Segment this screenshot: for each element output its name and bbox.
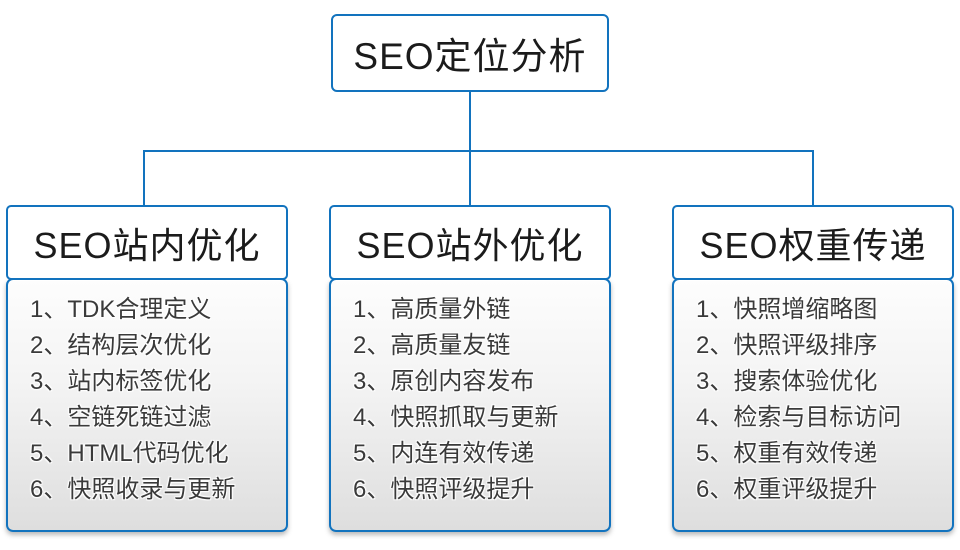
list-item: 1、TDK合理定义 — [30, 296, 212, 323]
branch-onsite-list: 1、TDK合理定义 2、结构层次优化 3、站内标签优化 4、空链死链过滤 5、H… — [6, 278, 288, 532]
list-item: 2、快照评级排序 — [696, 332, 878, 359]
list-item: 4、检索与目标访问 — [696, 404, 902, 431]
branch-offsite-header: SEO站外优化 — [329, 205, 611, 280]
branch-weight-title: SEO权重传递 — [699, 224, 927, 266]
branch-weight-transfer: SEO权重传递 1、快照增缩略图 2、快照评级排序 3、搜索体验优化 4、检索与… — [672, 205, 954, 532]
list-item: 4、空链死链过滤 — [30, 404, 212, 431]
list-item: 1、高质量外链 — [353, 296, 511, 323]
branch-onsite-title: SEO站内优化 — [33, 224, 261, 266]
branch-offsite-list: 1、高质量外链 2、高质量友链 3、原创内容发布 4、快照抓取与更新 5、内连有… — [329, 278, 611, 532]
list-item: 6、快照评级提升 — [353, 476, 535, 503]
list-item: 3、原创内容发布 — [353, 368, 535, 395]
list-item: 5、HTML代码优化 — [30, 440, 229, 467]
connector-root-to-middle — [469, 92, 471, 206]
branch-offsite-title: SEO站外优化 — [356, 224, 584, 266]
root-node-title: SEO定位分析 — [353, 36, 587, 77]
branch-onsite-optimization: SEO站内优化 1、TDK合理定义 2、结构层次优化 3、站内标签优化 4、空链… — [6, 205, 288, 532]
branch-weight-list: 1、快照增缩略图 2、快照评级排序 3、搜索体验优化 4、检索与目标访问 5、权… — [672, 278, 954, 532]
root-node-seo-positioning: SEO定位分析 — [331, 14, 609, 92]
list-item: 3、搜索体验优化 — [696, 368, 878, 395]
list-item: 5、权重有效传递 — [696, 440, 878, 467]
branch-offsite-optimization: SEO站外优化 1、高质量外链 2、高质量友链 3、原创内容发布 4、快照抓取与… — [329, 205, 611, 532]
list-item: 4、快照抓取与更新 — [353, 404, 559, 431]
list-item: 6、权重评级提升 — [696, 476, 878, 503]
connector-to-left-branch — [143, 150, 145, 206]
list-item: 6、快照收录与更新 — [30, 476, 236, 503]
connector-to-right-branch — [812, 150, 814, 206]
list-item: 2、高质量友链 — [353, 332, 511, 359]
list-item: 2、结构层次优化 — [30, 332, 212, 359]
branch-weight-header: SEO权重传递 — [672, 205, 954, 280]
connector-horizontal-bus — [143, 150, 814, 152]
list-item: 1、快照增缩略图 — [696, 296, 878, 323]
list-item: 5、内连有效传递 — [353, 440, 535, 467]
list-item: 3、站内标签优化 — [30, 368, 212, 395]
branch-onsite-header: SEO站内优化 — [6, 205, 288, 280]
